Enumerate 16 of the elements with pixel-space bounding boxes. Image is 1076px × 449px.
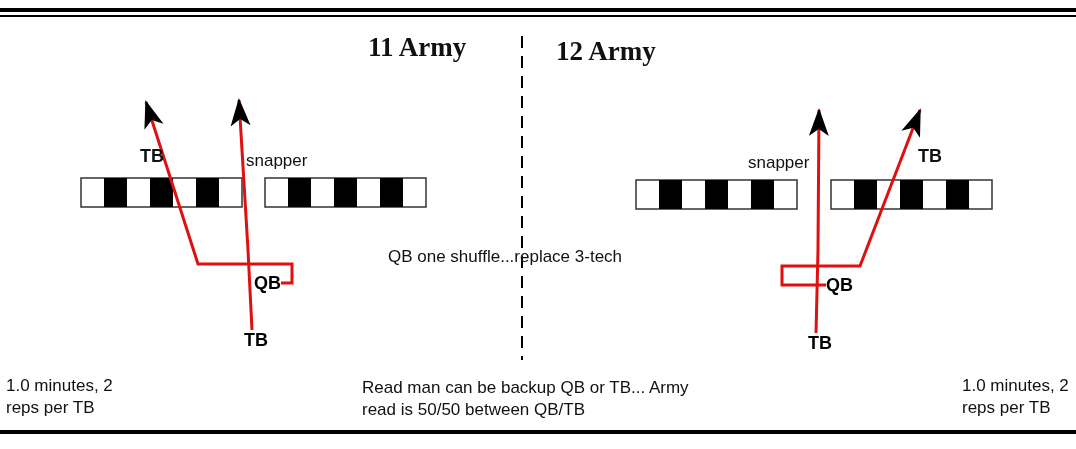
route-arrow	[144, 100, 294, 285]
position-label: snapper	[246, 150, 308, 172]
player-label: TB	[808, 333, 832, 353]
route-arrow	[808, 108, 829, 334]
drill-note: 1.0 minutes, 2 reps per TB	[6, 375, 114, 419]
route-arrow	[780, 108, 922, 287]
player-label: QB	[826, 275, 853, 295]
coaching-note: QB one shuffle...replace 3-tech	[388, 246, 623, 268]
coaching-note: Read man can be backup QB or TB... Army read is 50/50 between QB/TB	[362, 377, 690, 421]
position-label: snapper	[748, 152, 810, 174]
player-label: TB	[918, 145, 942, 167]
player-label: TB	[140, 145, 164, 167]
player-label: TB	[244, 330, 268, 350]
route-arrow	[230, 98, 254, 331]
drill-note: 1.0 minutes, 2 reps per TB	[962, 375, 1070, 419]
player-label: QB	[254, 273, 281, 293]
